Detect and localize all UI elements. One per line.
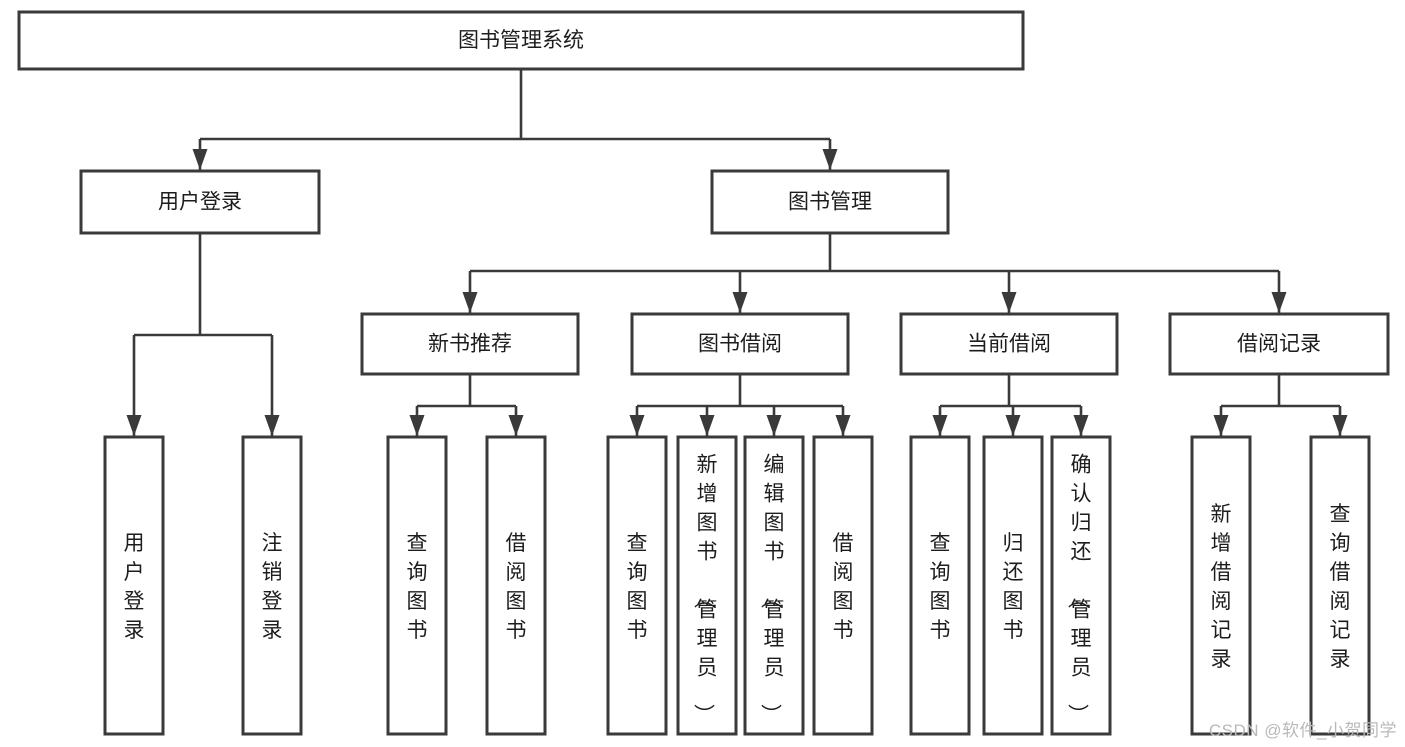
node-label: 借阅图书 [506, 532, 527, 642]
connector-e-currentborrow-children [932, 374, 1089, 436]
connector-e-bookborrow-children [629, 374, 851, 436]
node-leaf-confirm-return[interactable]: 确认归还（管理员） [1050, 435, 1112, 736]
arrow-head [1213, 415, 1229, 436]
node-root[interactable]: 图书管理系统 [17, 10, 1025, 71]
arrow-head [629, 415, 645, 436]
node-box[interactable] [1309, 435, 1371, 736]
node-box[interactable] [630, 312, 850, 376]
connector-e-userlogin-children [126, 233, 280, 436]
arrow-head [732, 292, 748, 313]
node-new-book-rec[interactable]: 新书推荐 [360, 312, 580, 376]
arrow-head [932, 415, 948, 436]
arrow-head [766, 415, 782, 436]
node-label: 借阅图书 [833, 532, 854, 642]
node-box[interactable] [1050, 435, 1112, 736]
arrow-head [264, 415, 280, 436]
node-box[interactable] [676, 435, 738, 736]
node-leaf-user-login[interactable]: 用户登录 [103, 435, 165, 736]
node-borrow-record[interactable]: 借阅记录 [1168, 312, 1390, 376]
node-label: 归还图书 [1003, 532, 1024, 642]
node-box[interactable] [606, 435, 668, 736]
connector-e-newbook-children [409, 374, 524, 436]
node-leaf-query-record[interactable]: 查询借阅记录 [1309, 435, 1371, 736]
node-label: 用户登录 [124, 532, 145, 642]
node-label: 新书推荐 [428, 333, 512, 356]
node-book-manage[interactable]: 图书管理 [710, 169, 950, 235]
node-box[interactable] [360, 312, 580, 376]
arrow-head [1001, 292, 1017, 313]
node-label: 借阅记录 [1237, 333, 1321, 356]
node-leaf-query-book-2[interactable]: 查询图书 [606, 435, 668, 736]
node-leaf-return-book[interactable]: 归还图书 [982, 435, 1044, 736]
node-current-borrow[interactable]: 当前借阅 [899, 312, 1119, 376]
node-leaf-add-record[interactable]: 新增借阅记录 [1190, 435, 1252, 736]
node-box[interactable] [103, 435, 165, 736]
node-label: 图书借阅 [698, 333, 782, 356]
arrow-head [1005, 415, 1021, 436]
node-label: 新增图书（管理员） [692, 454, 718, 725]
arrow-head [508, 415, 524, 436]
node-box[interactable] [485, 435, 547, 736]
node-user-login[interactable]: 用户登录 [79, 169, 321, 235]
node-box[interactable] [79, 169, 321, 235]
connector-layer [126, 69, 1348, 436]
node-box[interactable] [899, 312, 1119, 376]
node-box[interactable] [1168, 312, 1390, 376]
node-label: 当前借阅 [967, 333, 1051, 356]
node-leaf-user-logout[interactable]: 注销登录 [241, 435, 303, 736]
node-box[interactable] [386, 435, 448, 736]
connector-e-borrowrecord-children [1213, 374, 1348, 436]
node-label: 编辑图书（管理员） [759, 454, 785, 725]
node-label: 查询图书 [930, 532, 951, 642]
node-box[interactable] [743, 435, 805, 736]
node-box[interactable] [909, 435, 971, 736]
connector-e-root-children [192, 69, 838, 170]
node-label: 新增借阅记录 [1211, 503, 1232, 671]
node-box[interactable] [812, 435, 874, 736]
node-leaf-add-book[interactable]: 新增图书（管理员） [676, 435, 738, 736]
node-leaf-borrow-book-2[interactable]: 借阅图书 [812, 435, 874, 736]
node-leaf-query-book-1[interactable]: 查询图书 [386, 435, 448, 736]
node-leaf-edit-book[interactable]: 编辑图书（管理员） [743, 435, 805, 736]
node-box[interactable] [710, 169, 950, 235]
arrow-head [1073, 415, 1089, 436]
node-label: 确认归还（管理员） [1066, 454, 1092, 725]
node-label: 查询图书 [407, 532, 428, 642]
node-book-borrow[interactable]: 图书借阅 [630, 312, 850, 376]
node-box[interactable] [241, 435, 303, 736]
arrow-head [1271, 292, 1287, 313]
node-leaf-borrow-book-1[interactable]: 借阅图书 [485, 435, 547, 736]
connector-e-bookmanage-children [462, 233, 1287, 313]
node-label: 查询借阅记录 [1330, 503, 1351, 671]
arrow-head [409, 415, 425, 436]
watermark-label: CSDN @软件_小贺同学 [1208, 721, 1397, 740]
arrow-head [1332, 415, 1348, 436]
arrow-head [835, 415, 851, 436]
node-label: 图书管理 [788, 191, 872, 214]
arrow-head [699, 415, 715, 436]
node-label: 图书管理系统 [458, 29, 584, 52]
arrow-head [192, 149, 208, 170]
node-label: 注销登录 [262, 532, 283, 642]
arrow-head [462, 292, 478, 313]
node-label: 用户登录 [158, 191, 242, 214]
node-leaf-query-book-3[interactable]: 查询图书 [909, 435, 971, 736]
node-box[interactable] [982, 435, 1044, 736]
node-box[interactable] [1190, 435, 1252, 736]
node-box[interactable] [17, 10, 1025, 71]
arrow-head [126, 415, 142, 436]
node-layer: 图书管理系统用户登录图书管理新书推荐图书借阅当前借阅借阅记录用户登录注销登录查询… [17, 10, 1390, 736]
node-label: 查询图书 [627, 532, 648, 642]
arrow-head [822, 149, 838, 170]
